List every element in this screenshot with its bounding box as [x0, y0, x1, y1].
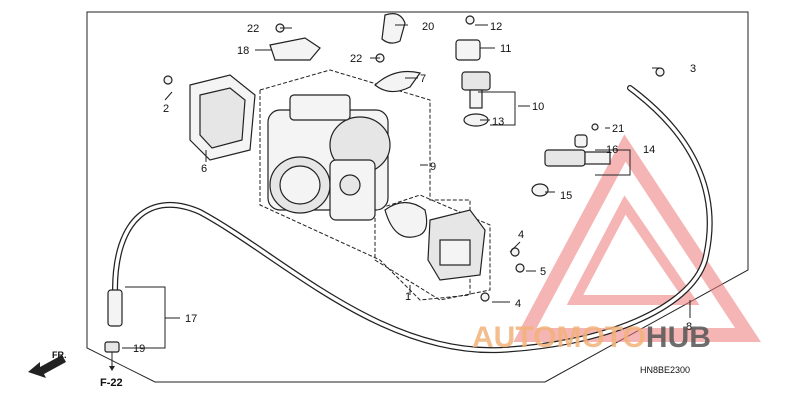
- leader-lines: [122, 24, 691, 349]
- callout-11: 11: [500, 43, 511, 55]
- callout-16: 16: [606, 144, 618, 156]
- watermark-logo: [513, 134, 761, 342]
- setting-plate: [374, 70, 422, 93]
- callout-9: 9: [430, 161, 436, 173]
- callout-4a: 4: [518, 229, 524, 241]
- watermark-part2: HUB: [646, 321, 711, 354]
- hose-clamp: [104, 341, 120, 353]
- gasket: [384, 201, 428, 238]
- clip: [381, 13, 406, 44]
- watermark-text: AUTOMOTOHUB: [472, 321, 711, 354]
- throttle-body: [267, 94, 391, 221]
- callout-8: 8: [686, 321, 692, 333]
- throttle-position-sensor: [427, 209, 486, 281]
- callout-10: 10: [532, 101, 544, 113]
- hose-connector: [107, 289, 123, 327]
- callout-21: 21: [612, 123, 624, 135]
- sensor-cover: [455, 39, 481, 61]
- ref-page: F-22: [100, 377, 123, 389]
- sensor-group-box: [374, 194, 491, 301]
- callout-1: 1: [405, 291, 411, 303]
- callout-18: 18: [237, 45, 249, 57]
- front-label: FR.: [52, 350, 67, 360]
- callout-14: 14: [643, 144, 655, 156]
- diagram-code: HN8BE2300: [640, 365, 690, 375]
- injector-seal: [531, 183, 549, 197]
- bracket: [189, 74, 256, 161]
- callout-19: 19: [133, 343, 145, 355]
- callout-7: 7: [420, 73, 426, 85]
- throttle-group-box: [259, 69, 471, 301]
- vacuum-hose: [112, 85, 713, 354]
- callout-2: 2: [163, 103, 169, 115]
- map-sensor: [461, 71, 491, 109]
- fuel-injector: [544, 134, 611, 167]
- callout-12: 12: [490, 21, 502, 33]
- callout-5: 5: [540, 266, 546, 278]
- front-direction-arrow: FR.: [28, 350, 67, 378]
- callout-4b: 4: [515, 298, 521, 310]
- callout-13: 13: [492, 116, 504, 128]
- callout-6: 6: [201, 163, 207, 175]
- callout-3: 3: [690, 63, 696, 75]
- watermark-part1: AUTOMOTO: [472, 321, 646, 354]
- callout-22a: 22: [247, 23, 259, 35]
- callout-22b: 22: [350, 53, 362, 65]
- diagram-frame: [86, 11, 749, 383]
- screws: [163, 15, 665, 302]
- plate: [269, 37, 321, 61]
- callout-20: 20: [422, 21, 434, 33]
- callout-15: 15: [560, 190, 572, 202]
- ref-page-marker: F-22: [100, 352, 123, 389]
- callout-17: 17: [185, 313, 197, 325]
